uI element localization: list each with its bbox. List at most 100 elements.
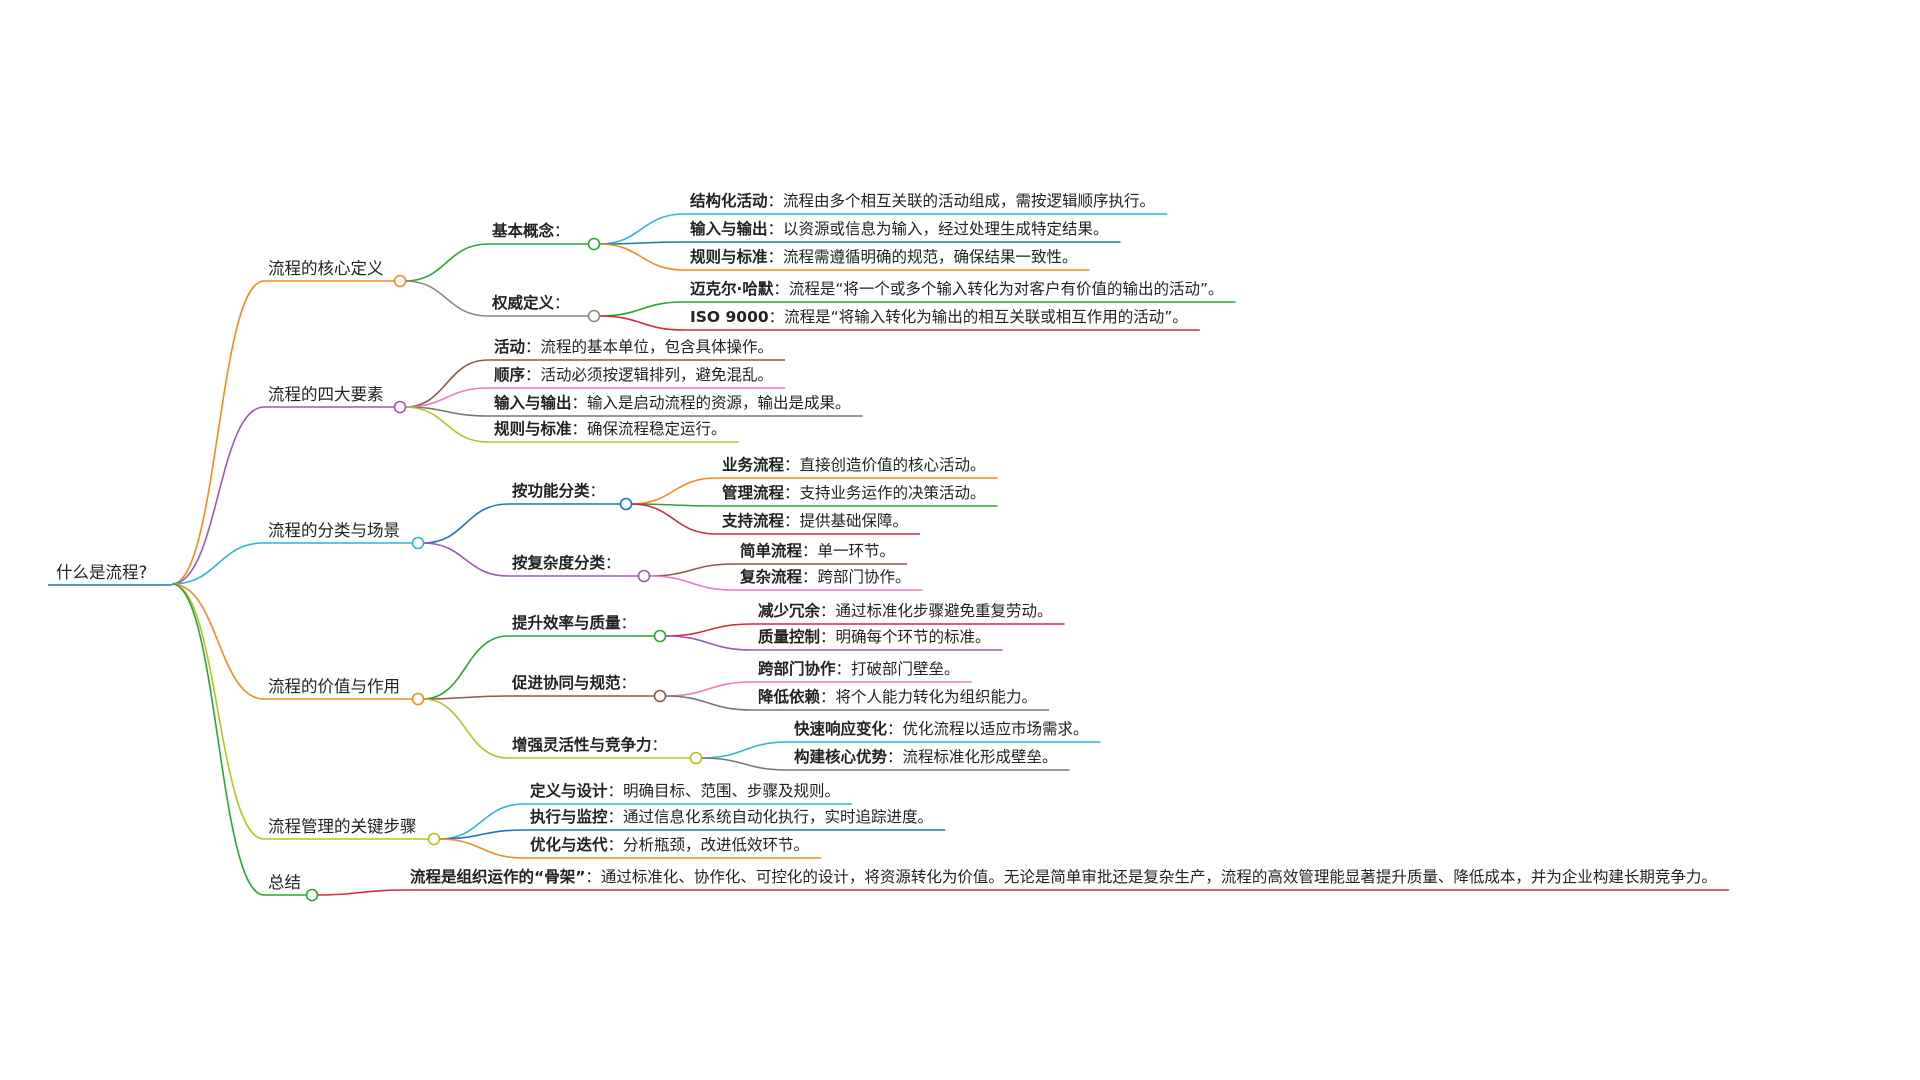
leaf-link [700,741,789,759]
branch-6-label[interactable]: 总结 [268,873,301,892]
branch-6-node[interactable] [305,888,319,902]
leaf-link [664,623,753,637]
group-colon: ： [621,614,637,632]
leaf-separator: ： [608,836,624,854]
leaf-title: ISO 9000 [690,308,769,326]
group-title: 按功能分类 [512,481,590,500]
group-node[interactable] [587,237,601,251]
branch-4-label[interactable]: 流程的价值与作用 [268,677,400,696]
leaf-title: 复杂流程 [739,567,803,586]
group-node[interactable] [619,497,633,511]
leaf-item[interactable]: ISO 9000：流程是“将输入转化为输出的相互关联或相互作用的活动”。 [690,308,1188,326]
leaf-title: 快速响应变化 [794,719,888,738]
leaf-item[interactable]: 支持流程：提供基础保障。 [721,511,908,530]
leaf-link [598,301,685,317]
leaf-title: 降低依赖 [758,687,821,706]
branch-1-node[interactable] [393,274,407,288]
leaf-item[interactable]: 迈克尔·哈默：流程是“将一个或多个输入转化为对客户有价值的输出的活动”。 [690,279,1223,298]
leaf-text: 将个人能力转化为组织能力。 [836,688,1038,706]
leaf-item[interactable]: 快速响应变化：优化流程以适应市场需求。 [794,719,1089,738]
group-label[interactable]: 提升效率与质量： [512,613,636,632]
branch-3-node[interactable] [411,536,425,550]
group-label[interactable]: 基本概念： [491,221,570,240]
leaf-item[interactable]: 跨部门协作：打破部门壁垒。 [758,659,960,678]
leaf-item[interactable]: 流程是组织运作的“骨架”：通过标准化、协作化、可控化的设计，将资源转化为价值。无… [410,867,1717,886]
leaf-link [648,575,735,591]
group-label[interactable]: 权威定义： [491,293,570,312]
branch-4-node[interactable] [411,692,425,706]
branch-2-label[interactable]: 流程的四大要素 [268,385,384,404]
leaf-link [438,803,525,840]
group-label[interactable]: 按复杂度分类： [512,553,621,572]
leaf-separator: ： [773,280,789,298]
leaf-title: 结构化活动 [689,191,768,210]
group-link [404,280,489,317]
leaf-separator: ： [768,192,784,210]
leaf-separator: ： [820,602,836,620]
leaf-link [664,695,753,711]
leaf-item[interactable]: 输入与输出：以资源或信息为输入，经过处理生成特定结果。 [690,219,1109,238]
leaf-text: 通过标准化、协作化、可控化的设计，将资源转化为价值。无论是简单审批还是复杂生产，… [601,868,1717,886]
leaf-link [598,243,685,271]
root-node[interactable]: 什么是流程? [56,563,147,582]
branch-1-label[interactable]: 流程的核心定义 [268,259,384,278]
group-node[interactable] [587,309,601,323]
group-colon: ： [554,222,570,240]
leaf-title: 执行与监控 [530,807,608,826]
leaf-item[interactable]: 活动：流程的基本单位，包含具体操作。 [494,337,773,356]
branch-2-node[interactable] [393,400,407,414]
leaf-item[interactable]: 质量控制：明确每个环节的标准。 [758,627,991,646]
leaf-link [630,477,717,505]
leaf-link [404,406,489,443]
leaf-item[interactable]: 输入与输出：输入是启动流程的资源，输出是成果。 [494,393,851,412]
group-node[interactable] [689,751,703,765]
leaf-item[interactable]: 管理流程：支持业务运作的决策活动。 [722,483,986,502]
leaf-text: 确保流程稳定运行。 [587,420,727,438]
leaf-item[interactable]: 构建核心优势：流程标准化形成壁垒。 [794,747,1058,766]
group-node[interactable] [637,569,651,583]
leaf-text: 流程由多个相互关联的活动组成，需按逻辑顺序执行。 [783,192,1155,210]
group-label[interactable]: 促进协同与规范： [511,673,636,692]
branch-5-label[interactable]: 流程管理的关键步骤 [268,817,417,836]
leaf-text: 单一环节。 [818,542,896,560]
leaf-item[interactable]: 规则与标准：流程需遵循明确的规范，确保结果一致性。 [690,247,1078,266]
group-link [422,695,509,700]
group-label[interactable]: 按功能分类： [512,481,605,500]
branch-link [171,406,265,585]
leaf-item[interactable]: 优化与迭代：分析瓶颈，改进低效环节。 [530,835,809,854]
branch-link [171,583,265,840]
leaf-title: 活动 [494,337,525,356]
leaf-link [598,213,685,245]
group-link [422,503,509,544]
group-node[interactable] [653,629,667,643]
leaf-separator: ： [820,688,836,706]
leaf-text: 优化流程以适应市场需求。 [903,719,1089,738]
leaf-item[interactable]: 业务流程：直接创造价值的核心活动。 [722,455,986,474]
leaf-separator: ： [768,220,784,238]
leaf-link [700,757,789,771]
branch-3-label[interactable]: 流程的分类与场景 [268,521,400,540]
leaf-item[interactable]: 降低依赖：将个人能力转化为组织能力。 [758,687,1037,706]
leaf-separator: ： [836,660,852,678]
branch-link [171,280,265,585]
group-link [422,698,509,759]
group-title: 促进协同与规范 [511,673,621,692]
branch-link [171,583,265,896]
branch-5-node[interactable] [427,832,441,846]
leaf-item[interactable]: 结构化活动：流程由多个相互关联的活动组成，需按逻辑顺序执行。 [689,191,1155,210]
group-node[interactable] [653,689,667,703]
leaf-text: 输入是启动流程的资源，输出是成果。 [587,394,851,412]
leaf-item[interactable]: 顺序：活动必须按逻辑排列，避免混乱。 [494,365,773,384]
leaf-item[interactable]: 简单流程：单一环节。 [740,541,895,560]
leaf-item[interactable]: 复杂流程：跨部门协作。 [739,567,911,586]
leaf-item[interactable]: 减少冗余：通过标准化步骤避免重复劳动。 [758,601,1053,620]
leaf-link [404,359,489,408]
group-label[interactable]: 增强灵活性与竞争力： [512,735,667,754]
leaf-item[interactable]: 定义与设计：明确目标、范围、步骤及规则。 [530,781,840,800]
mind-map-nodes: 什么是流程?流程的核心定义基本概念：结构化活动：流程由多个相互关联的活动组成，需… [56,191,1717,902]
leaf-item[interactable]: 规则与标准：确保流程稳定运行。 [494,419,727,438]
leaf-text: 以资源或信息为输入，经过处理生成特定结果。 [783,220,1109,238]
leaf-separator: ： [585,868,601,886]
leaf-item[interactable]: 执行与监控：通过信息化系统自动化执行，实时追踪进度。 [530,807,933,826]
leaf-link [630,503,717,535]
